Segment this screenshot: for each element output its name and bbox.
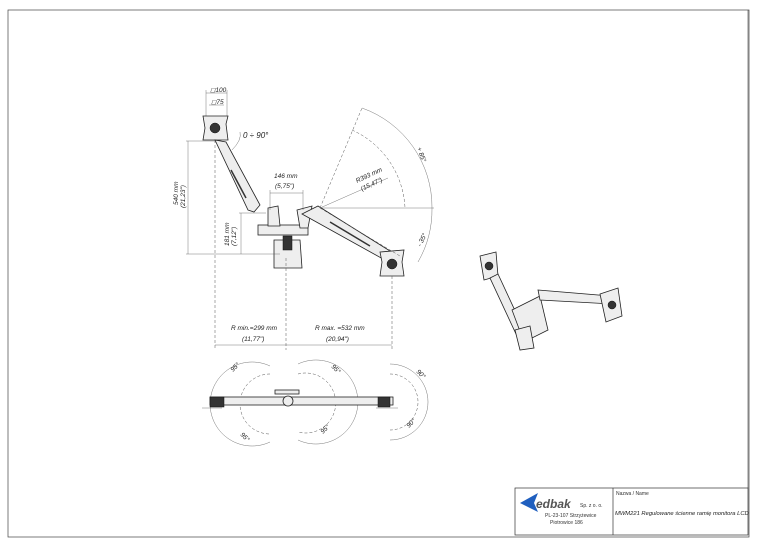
angle-label: 95° [239,431,252,444]
base-height-mm-label: 181 mm [224,222,231,246]
company-logo: edbak [536,497,572,511]
logo-arrow-icon [520,493,538,512]
height-mm-label: 540 mm [173,181,180,205]
rmax-in-label: (20,94") [326,336,349,343]
address-line1: PL-23-107 Strzyżewice [545,513,597,519]
top-view: 95° 95° 95° 95° 90° 90° [202,359,429,447]
title-block: edbak Sp. z o. o. PL-23-107 Strzyżewice … [514,10,749,536]
clamp-top [257,224,309,236]
rmin-mm-label: R min.=299 mm [231,325,278,332]
isometric-view [479,251,623,351]
tilt-label: 0 ÷ 90° [243,131,269,140]
upper-arm [214,139,261,213]
angle-down-label: - 35° [416,232,429,248]
angle-label: 95° [330,363,343,376]
angle-label: 95° [319,423,332,436]
width-mm-label: 146 mm [274,173,298,180]
address-line2: Piotrowice 186 [550,520,583,526]
vesa-75-label: ◻75 [211,99,224,106]
height-in-label: (21,23") [180,185,187,208]
product-name: MWM221 Regulowane ścienne ramię monitora… [615,511,749,517]
top-view-arm [209,396,394,406]
angle-label: 90° [415,368,428,381]
angle-label: 95° [229,361,242,374]
side-view: ◻100 ◻75 0 ÷ 90° 540 mm (21,23") 181 mm … [173,87,434,350]
drawing-frame [7,9,750,538]
angle-label: 90° [405,417,418,430]
vesa-100-label: ◻100 [210,87,227,94]
company-suffix: Sp. z o. o. [580,503,603,509]
width-in-label: (5,75") [275,183,294,190]
rmax-mm-label: R max. =532 mm [315,325,365,332]
angle-up-label: + 85° [415,146,428,164]
rmin-in-label: (11,77") [242,336,264,343]
base-height-in-label: (7,12") [231,227,238,246]
name-label: Nazwa / Name [616,491,649,497]
